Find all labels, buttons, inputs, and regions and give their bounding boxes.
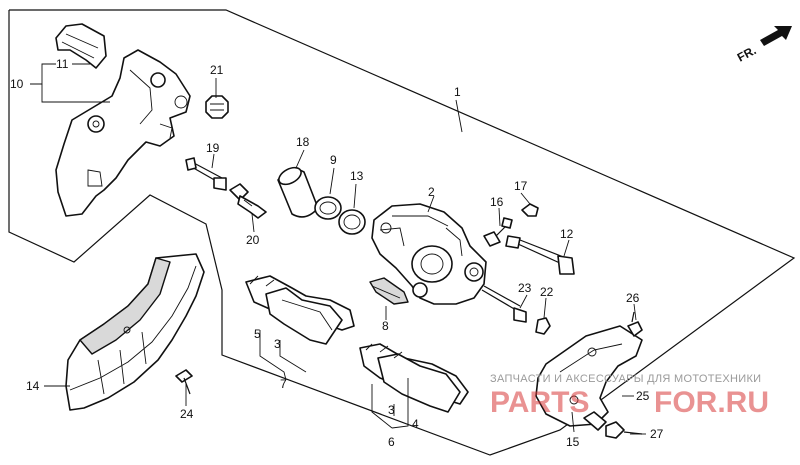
plug-21 — [205, 95, 229, 119]
label-3b: 3 — [388, 403, 395, 417]
label-10: 10 — [10, 77, 24, 91]
label-12: 12 — [560, 227, 574, 241]
label-7: 7 — [280, 377, 287, 391]
label-26: 26 — [626, 291, 640, 305]
bolt-27 — [605, 421, 643, 439]
pin-23 — [481, 285, 527, 323]
assembly-outline — [8, 9, 796, 456]
label-13: 13 — [350, 169, 364, 183]
caliper-body — [371, 203, 487, 305]
label-8: 8 — [382, 319, 389, 333]
spring-plate-8 — [369, 277, 409, 305]
cap-17 — [521, 203, 539, 217]
label-16: 16 — [490, 195, 504, 209]
label-22: 22 — [540, 285, 554, 299]
piston-18 — [277, 166, 319, 218]
brake-pads-upper — [245, 275, 355, 345]
pin-bolt-12 — [505, 235, 575, 275]
watermark: ЗАПЧАСТИ И АКСЕССУАРЫ ДЛЯ МОТОТЕХНИКИ PA… — [490, 373, 769, 419]
label-20: 20 — [246, 233, 260, 247]
watermark-brand-b: FOR.RU — [654, 386, 769, 419]
collar-25 — [583, 411, 607, 431]
front-label: FR. — [735, 43, 759, 64]
label-4: 4 — [412, 417, 419, 431]
watermark-brand-a: PARTS — [490, 386, 589, 419]
label-15: 15 — [566, 435, 580, 449]
disc-cover — [65, 253, 205, 411]
label-17: 17 — [514, 179, 528, 193]
label-25: 25 — [636, 389, 650, 403]
front-direction-marker: FR. — [735, 26, 792, 65]
label-24: 24 — [180, 407, 194, 421]
label-11: 11 — [56, 57, 69, 71]
leader-lines — [30, 63, 646, 435]
part-labels: 1 2 3 3 4 5 6 7 8 9 10 11 12 13 14 15 16… — [10, 57, 664, 449]
label-5: 5 — [254, 327, 261, 341]
label-19: 19 — [206, 141, 220, 155]
brake-pads-lower — [359, 343, 469, 413]
bolt-24 — [175, 369, 193, 395]
nut-22 — [535, 317, 551, 335]
bolt-26 — [627, 311, 643, 337]
label-21: 21 — [210, 63, 224, 77]
watermark-tagline: ЗАПЧАСТИ И АКСЕССУАРЫ ДЛЯ МОТОТЕХНИКИ — [490, 373, 761, 385]
label-3a: 3 — [274, 337, 281, 351]
pad-clip — [55, 23, 107, 69]
seal-9 — [314, 196, 342, 220]
label-18: 18 — [296, 135, 310, 149]
label-6: 6 — [388, 435, 395, 449]
guard-15 — [535, 325, 643, 427]
pin-20 — [229, 183, 267, 219]
label-27: 27 — [650, 427, 664, 441]
label-9: 9 — [330, 153, 337, 167]
seal-13 — [338, 209, 366, 235]
pin-bolt-19 — [185, 157, 227, 191]
label-23: 23 — [518, 281, 532, 295]
label-1: 1 — [454, 85, 461, 99]
label-14: 14 — [26, 379, 40, 393]
caliper-bracket — [55, 49, 191, 217]
label-2: 2 — [428, 185, 435, 199]
front-arrow-icon — [760, 26, 792, 46]
bleeder-valve-16 — [483, 217, 513, 247]
